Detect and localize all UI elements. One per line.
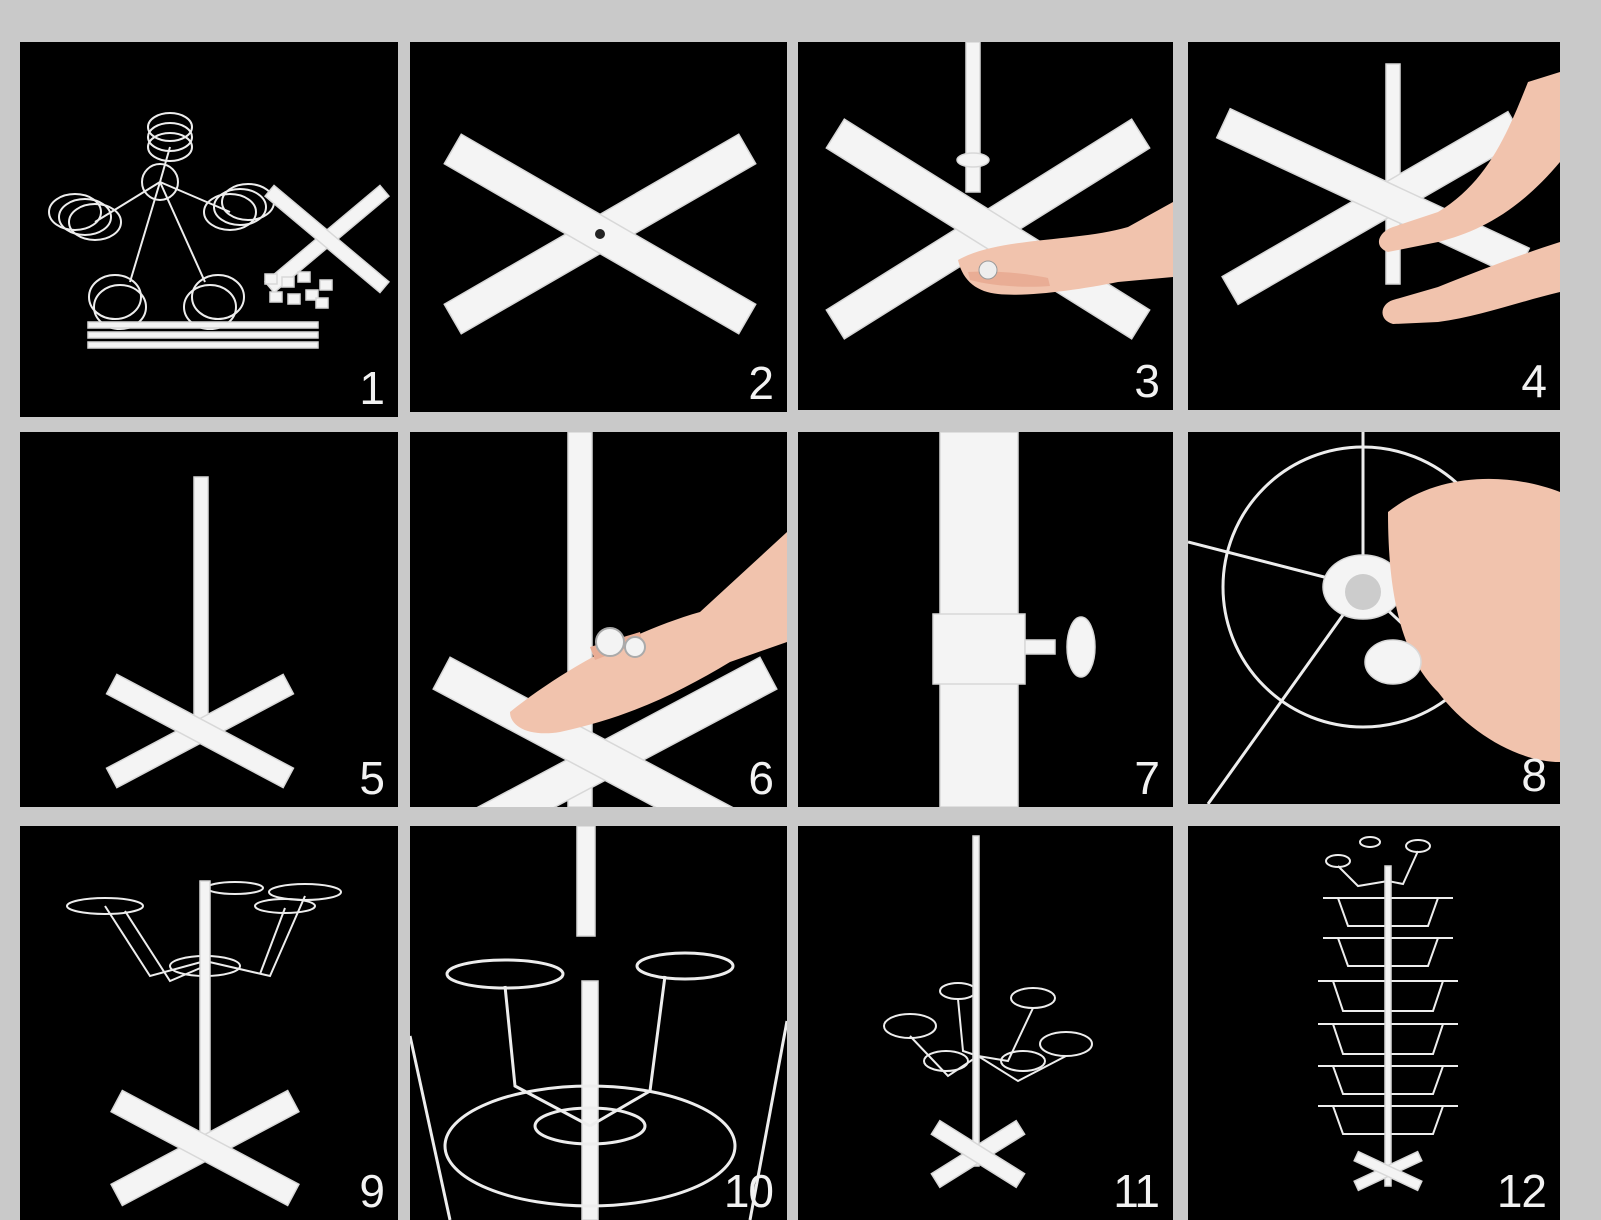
step-panel-3: 3 [798, 42, 1173, 410]
step-panel-10: 10 [410, 826, 787, 1220]
step-panel-12: 12 [1188, 826, 1560, 1220]
parts-kit-illustration [48, 112, 391, 349]
step-panel-9: 9 [20, 826, 398, 1220]
step-panel-5: 5 [20, 432, 398, 807]
adding-second-tier-illustration [410, 826, 787, 1220]
step-number: 4 [1521, 355, 1547, 407]
step-panel-4: 4 [1188, 42, 1560, 410]
step-number: 1 [359, 362, 385, 414]
clamp-knob-illustration [932, 432, 1096, 807]
hand-clamp-ring-illustration [432, 432, 787, 807]
step-number: 12 [1496, 1165, 1547, 1217]
step-number: 2 [748, 357, 774, 409]
attaching-pole-illustration [1215, 63, 1560, 324]
step-panel-2: 2 [410, 42, 787, 412]
step-number: 9 [359, 1165, 385, 1217]
hub-ring-illustration [1188, 432, 1560, 804]
cross-base-pole-washer-illustration [825, 42, 1173, 340]
cross-base-illustration [443, 133, 757, 335]
two-tier-rack-illustration [883, 835, 1093, 1189]
pole-on-base-illustration [105, 476, 295, 789]
step-number: 6 [748, 752, 774, 804]
completed-rack-illustration [1318, 836, 1458, 1192]
single-tier-rack-illustration [66, 880, 342, 1207]
step-number: 10 [723, 1165, 774, 1217]
step-number: 11 [1113, 1165, 1160, 1217]
step-panel-7: 7 [798, 432, 1173, 807]
step-number: 7 [1134, 752, 1160, 804]
step-panel-6: 6 [410, 432, 787, 807]
step-panel-1: 1 [20, 42, 398, 417]
step-number: 5 [359, 752, 385, 804]
step-number: 8 [1521, 749, 1547, 801]
step-number: 3 [1134, 355, 1160, 407]
step-panel-8: 8 [1188, 432, 1560, 804]
step-panel-11: 11 [798, 826, 1173, 1220]
